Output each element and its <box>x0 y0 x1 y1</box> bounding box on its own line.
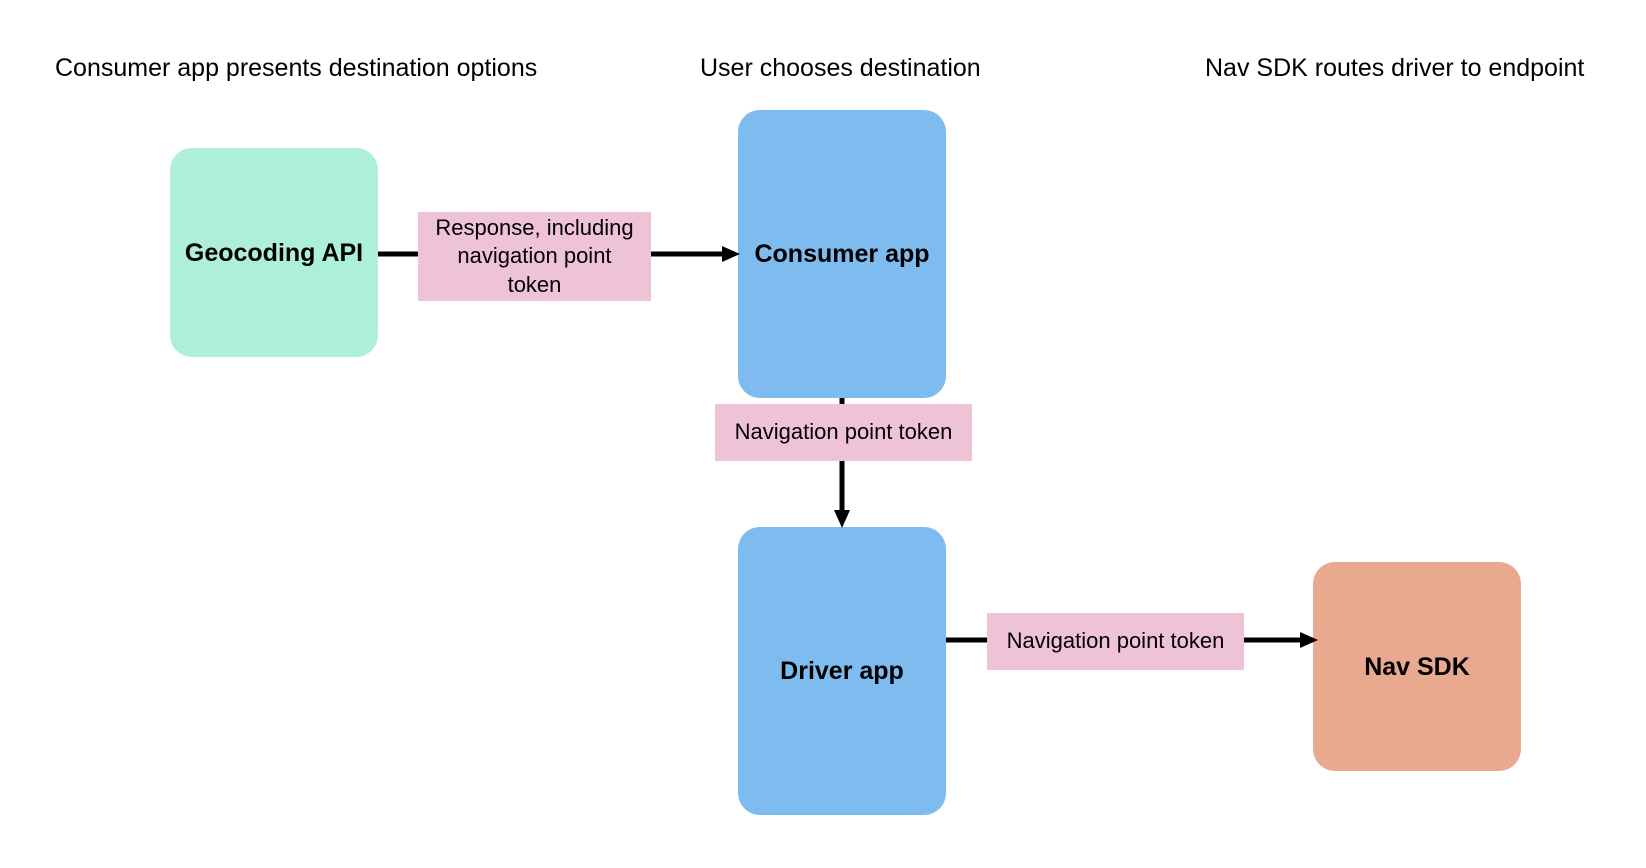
column-header-user-chooses-destination: User chooses destination <box>700 54 981 82</box>
node-nav-sdk[interactable]: Nav SDK <box>1313 562 1521 771</box>
node-consumer-app-label: Consumer app <box>754 240 930 268</box>
column-header-nav-sdk-routes-driver: Nav SDK routes driver to endpoint <box>1205 54 1585 82</box>
node-nav-sdk-label: Nav SDK <box>1364 652 1470 681</box>
node-geocoding-api-label: Geocoding API <box>184 238 364 267</box>
edge-label-navigation-point-token-driver-navsdk: Navigation point token <box>987 613 1244 670</box>
edge-label-navigation-point-token-consumer-driver: Navigation point token <box>715 404 972 461</box>
node-geocoding-api[interactable]: Geocoding API <box>170 148 378 357</box>
edge-label-navigation-point-token-text-2: Navigation point token <box>1006 628 1225 654</box>
column-header-consumer-app-presents: Consumer app presents destination option… <box>55 54 538 82</box>
edge-label-navigation-point-token-text-1: Navigation point token <box>734 419 953 445</box>
node-driver-app-label: Driver app <box>780 657 904 685</box>
node-consumer-app[interactable]: Consumer app <box>738 110 946 398</box>
node-driver-app[interactable]: Driver app <box>738 527 946 815</box>
